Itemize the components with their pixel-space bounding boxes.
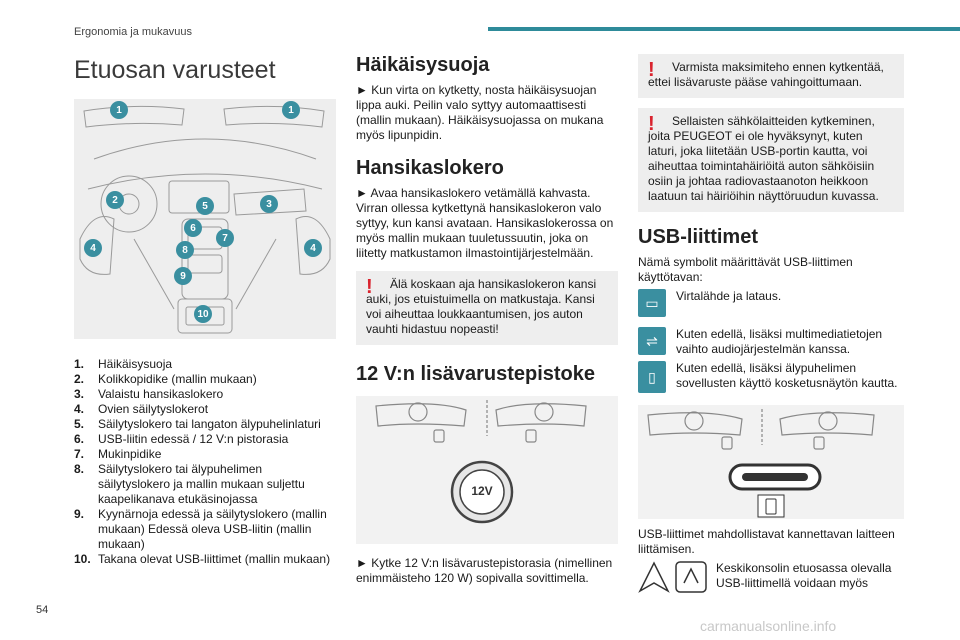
callout-9: 9 <box>174 267 192 285</box>
callout-5: 5 <box>196 197 214 215</box>
usb-port-drawing <box>647 409 875 518</box>
legend-item: 7.Mukinpidike <box>74 447 162 461</box>
callout-6: 6 <box>184 219 202 237</box>
legend-item: 2.Kolikkopidike (mallin mukaan) <box>74 372 257 386</box>
column-usb: ! Varmista maksimiteho ennen kytkentää, … <box>638 54 904 593</box>
callout-10: 10 <box>194 305 212 323</box>
warning-icon: ! <box>648 59 655 81</box>
legend-item: 9.Kyynärnoja edessä ja säilytyslokero (m… <box>74 507 327 551</box>
page-number: 54 <box>36 604 49 616</box>
heading-glovebox: Hansikaslokero <box>356 157 504 179</box>
heading-sunvisor: Häikäisysuoja <box>356 54 490 76</box>
usb-symbol-row: ▯ Kuten edellä, lisäksi älypuhelimen sov… <box>638 361 904 393</box>
android-auto-carplay-icon <box>638 561 707 593</box>
warning-glovebox: ! Älä koskaan aja hansikaslokeron kansi … <box>356 271 618 345</box>
heading-12v: 12 V:n lisävarustepistoke <box>356 363 596 385</box>
legend-item: 6.USB-liitin edessä / 12 V:n pistorasia <box>74 432 289 446</box>
text-12v: ► Kytke 12 V:n lisävarustepistorasia (ni… <box>356 556 613 585</box>
socket-illustration: 12V <box>356 396 618 544</box>
header-accent-bar <box>488 27 960 31</box>
cabin-line-drawing <box>79 105 331 334</box>
socket-12v-label: 12V <box>471 484 493 498</box>
text-glovebox: ► Avaa hansikaslokero vetämällä kahvasta… <box>356 186 614 260</box>
usb-symbol-row: ▭ Virtalähde ja lataus. <box>638 289 904 317</box>
console-usb-row: Keskikonsolin etuosassa olevalla USB-lii… <box>638 561 904 593</box>
callout-4-right: 4 <box>304 239 322 257</box>
legend-item: 4.Ovien säilytyslokerot <box>74 402 209 416</box>
usb-port-illustration <box>638 405 904 519</box>
legend-item: 3.Valaistu hansikaslokero <box>74 387 224 401</box>
legend-item: 1.Häikäisysuoja <box>74 357 173 371</box>
usb-icon: ⇌ <box>638 327 666 355</box>
text-sunvisor: ► Kun virta on kytketty, nosta häikäisys… <box>356 83 604 142</box>
warning-icon: ! <box>366 276 373 298</box>
warning-unapproved-devices: ! Sellaisten sähkölaitteiden kytkeminen,… <box>638 108 904 212</box>
callout-1-left: 1 <box>110 101 128 119</box>
callout-3: 3 <box>260 195 278 213</box>
equipment-legend: 1.Häikäisysuoja 2.Kolikkopidike (mallin … <box>74 357 336 567</box>
column-front-equipment: Etuosan varusteet <box>74 54 336 567</box>
warning-icon: ! <box>648 113 655 135</box>
section-title: Etuosan varusteet <box>74 56 276 84</box>
battery-icon: ▭ <box>638 289 666 317</box>
running-header: Ergonomia ja mukavuus <box>74 26 193 38</box>
legend-item: 10.Takana olevat USB-liittimet (mallin m… <box>74 552 331 566</box>
column-sunvisor-glovebox: Häikäisysuoja ► Kun virta on kytketty, n… <box>356 54 618 586</box>
cabin-diagram: 1 1 2 3 4 4 5 6 7 8 9 10 <box>74 99 336 339</box>
smartphone-icon: ▯ <box>638 361 666 393</box>
callout-8: 8 <box>176 241 194 259</box>
legend-item: 8.Säilytyslokero tai älypuhelimen säilyt… <box>74 462 305 506</box>
callout-7: 7 <box>216 229 234 247</box>
callout-2: 2 <box>106 191 124 209</box>
callout-4-left: 4 <box>84 239 102 257</box>
text-usb-portable: USB-liittimet mahdollistavat kannettavan… <box>638 527 895 556</box>
warning-max-power: ! Varmista maksimiteho ennen kytkentää, … <box>638 54 904 98</box>
callout-1-right: 1 <box>282 101 300 119</box>
steering-socket-drawing <box>375 400 587 524</box>
legend-item: 5.Säilytyslokero tai langaton älypuhelin… <box>74 417 321 431</box>
text-usb-intro: Nämä symbolit määrittävät USB-liittimen … <box>638 255 853 284</box>
usb-symbol-row: ⇌ Kuten edellä, lisäksi multimediatietoj… <box>638 327 904 357</box>
watermark: carmanualsonline.info <box>700 618 837 634</box>
heading-usb: USB-liittimet <box>638 226 758 248</box>
